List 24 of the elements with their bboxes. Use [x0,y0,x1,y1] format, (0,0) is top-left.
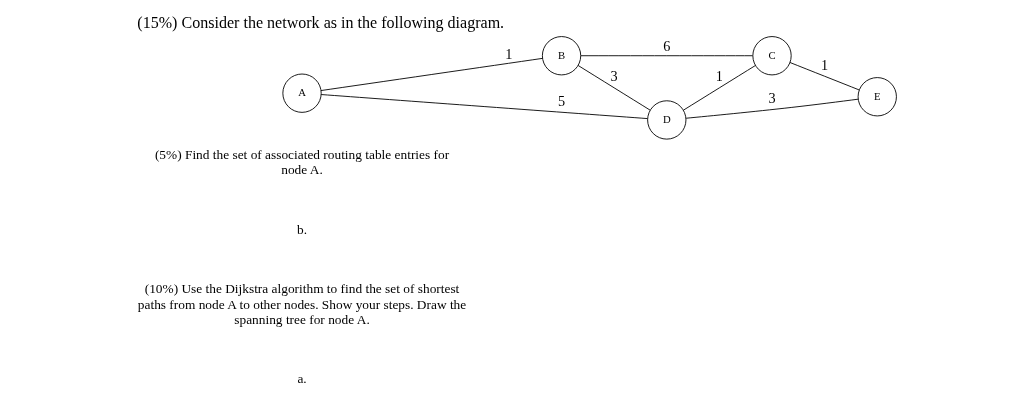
edge-label: 1 [504,46,512,63]
node-circle: A [281,73,322,113]
connector [320,57,543,91]
node-circle: B [541,36,581,76]
edge-label: 3 [610,67,618,84]
edge-label: 5 [557,92,565,109]
label: (5%) Find the set of associated routing table entries for node A. [154,147,449,178]
edge-label: 6 [662,38,670,55]
node-circle: D [646,100,686,140]
connector [789,62,860,91]
node-circle: C [751,36,792,76]
connector [577,65,650,111]
connector [685,98,859,119]
node-circle: E [857,77,897,117]
connector [682,65,756,111]
connector [580,55,753,57]
connector [320,94,648,120]
diagram-title: (15%) Consider the network as in the following diagram. [136,14,504,31]
edge-label: 1 [820,56,828,73]
label: b. [296,221,307,237]
label: (10%) Use the Dijkstra algorithm to find the set of shortest paths from node A to other nodes. Show your steps. Draw the spanning tree for node A. [137,281,466,327]
edge-label: 3 [767,89,776,106]
edge-label: 1 [715,67,723,84]
label: a. [296,371,307,387]
